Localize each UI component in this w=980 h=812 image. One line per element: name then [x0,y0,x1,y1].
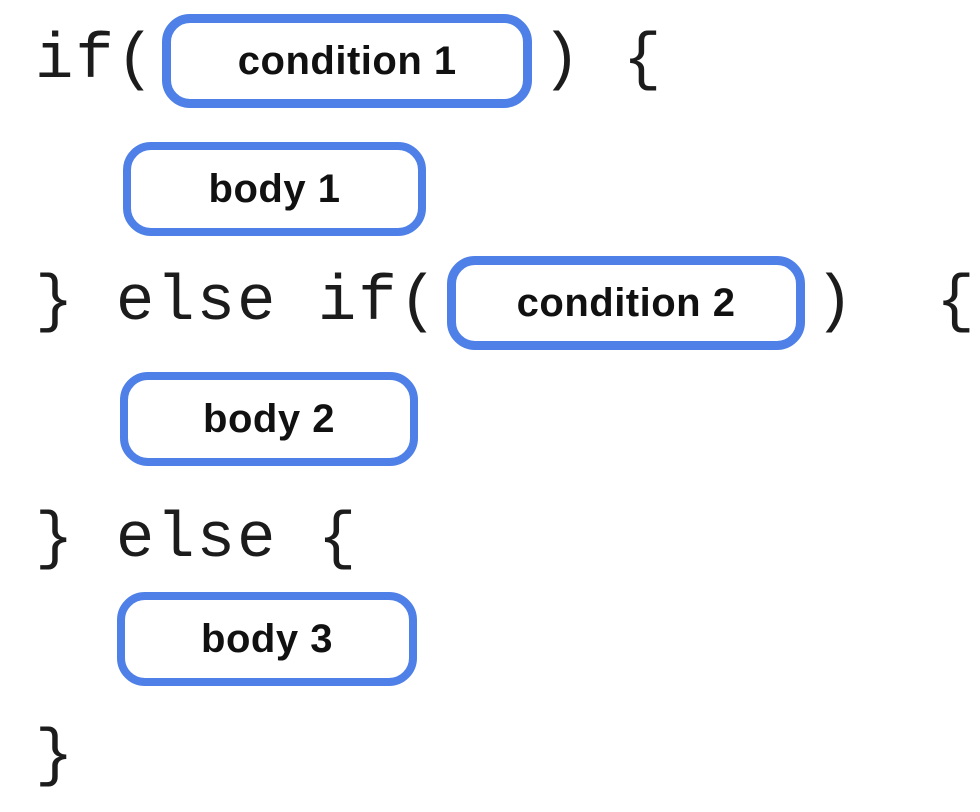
condition-2-label: condition 2 [516,280,736,325]
code-final-brace: } [35,721,76,793]
code-line-body-1: body 1 [0,142,980,236]
body-3-label: body 3 [201,616,333,661]
code-if-open: if( [35,25,157,97]
body-2-slot[interactable]: body 2 [120,372,418,466]
code-line-else-if: } else if( condition 2 ) { [0,256,980,350]
code-elseif-close: ) { [815,267,977,339]
code-elseif-open: } else if( [35,267,440,339]
code-else: } else { [35,504,359,576]
condition-1-label: condition 1 [237,38,457,83]
code-line-closing-brace: } [0,710,980,804]
code-line-else: } else { [0,493,980,587]
body-2-label: body 2 [203,396,335,441]
code-if-close: ) { [542,25,664,97]
code-line-if: if( condition 1 ) { [0,14,980,108]
code-line-body-3: body 3 [0,592,980,686]
code-line-body-2: body 2 [0,372,980,466]
body-1-slot[interactable]: body 1 [123,142,426,236]
body-1-label: body 1 [208,166,341,211]
body-3-slot[interactable]: body 3 [117,592,417,686]
condition-1-slot[interactable]: condition 1 [162,14,533,108]
condition-2-slot[interactable]: condition 2 [447,256,806,350]
